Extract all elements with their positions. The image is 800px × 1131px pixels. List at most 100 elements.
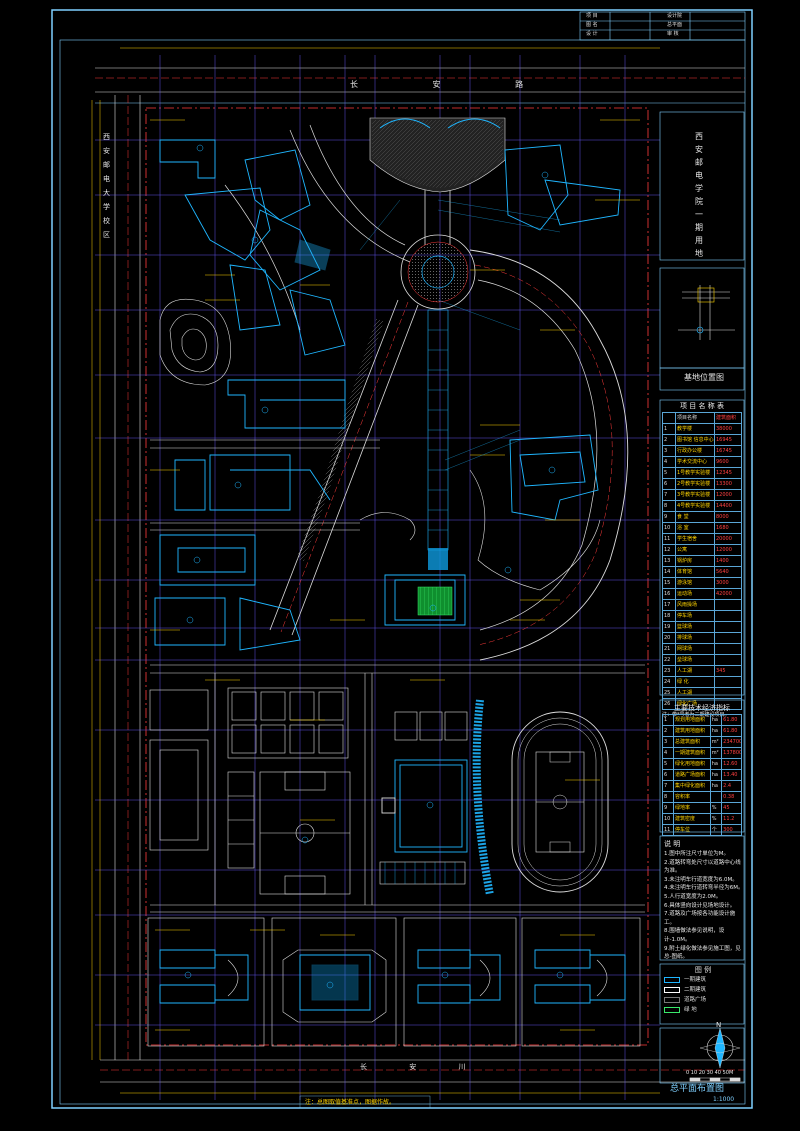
table-cell: 绿化广场 bbox=[675, 699, 714, 709]
table-cell: 图书馆 信息中心 bbox=[675, 435, 714, 445]
table-cell: 300 bbox=[721, 825, 741, 835]
site-location-title: 基地位置图 bbox=[684, 373, 724, 382]
table-cell: 12 bbox=[664, 547, 671, 553]
table-cell bbox=[714, 611, 741, 621]
table-cell: 停车场 bbox=[675, 611, 714, 621]
note-item: 2.道路转弯处尺寸以道路中心线为准。 bbox=[664, 859, 741, 875]
legend-swatch bbox=[664, 977, 680, 983]
table-cell bbox=[714, 655, 741, 665]
table-cell: 1号教学实验楼 bbox=[675, 468, 714, 478]
legend-list: 一期建筑二期建筑道路广场绿 地 bbox=[664, 975, 742, 1015]
table-cell: 12.60 bbox=[721, 759, 741, 769]
table-cell: 人工湖 bbox=[675, 688, 714, 698]
road-name-bottom: 长 安 川 bbox=[360, 1063, 486, 1071]
table-cell: 风雨操场 bbox=[675, 600, 714, 610]
project-table-footnote: 注：带*号者为二期建设项目。 bbox=[662, 712, 730, 718]
table-cell: 45 bbox=[721, 803, 741, 813]
table-cell: 13.40 bbox=[721, 770, 741, 780]
table-cell: 345 bbox=[714, 666, 741, 676]
table-cell: 13 bbox=[664, 558, 671, 564]
table-cell: 3000 bbox=[714, 578, 741, 588]
table-cell: 行政办公楼 bbox=[675, 446, 714, 456]
road-name-top: 长 安 路 bbox=[350, 80, 560, 89]
footnote-box bbox=[299, 1095, 431, 1109]
table-cell: 一期建筑面积 bbox=[673, 748, 710, 758]
note-item: 8.围墙做法参见说明，设计-1.0M。 bbox=[664, 928, 725, 943]
table-cell: 人工湖 bbox=[675, 666, 714, 676]
central-roundabout bbox=[400, 234, 476, 310]
table-cell: 38000 bbox=[714, 424, 741, 434]
table-cell: 7 bbox=[664, 783, 668, 789]
table-cell bbox=[714, 699, 741, 709]
table-row: 17 风雨操场 bbox=[663, 599, 741, 610]
title-block-cell: 总平面 bbox=[667, 22, 683, 28]
table-cell: 20 bbox=[664, 635, 671, 641]
table-cell bbox=[714, 600, 741, 610]
table-cell bbox=[714, 677, 741, 687]
legend-label: 一期建筑 bbox=[684, 976, 707, 983]
table-cell: 6 bbox=[664, 772, 668, 778]
title-block-text: 项 目设计院图 名总平面设 计审 核 bbox=[582, 12, 744, 39]
project-vertical-title: 西安邮电学院一期用地 bbox=[695, 132, 703, 258]
table-cell: 篮球场 bbox=[675, 622, 714, 632]
table-cell: 11 bbox=[664, 536, 671, 542]
table-cell: 绿地率 bbox=[673, 803, 710, 813]
table-cell: 6 bbox=[664, 481, 668, 487]
design-notes: 说 明 1.图中所注尺寸单位为M。2.道路转弯处尺寸以道路中心线为准。3.未注明… bbox=[664, 838, 744, 962]
building-library bbox=[384, 574, 466, 626]
table-cell: 16945 bbox=[714, 435, 741, 445]
table-cell: 23 bbox=[664, 668, 671, 674]
building-east-complex bbox=[509, 434, 599, 521]
table-cell bbox=[663, 413, 675, 423]
curved-road-northwest bbox=[224, 124, 411, 331]
title-block-cell: 审 核 bbox=[667, 31, 679, 37]
table-cell: 8 bbox=[664, 503, 668, 509]
table-cell: 9600 bbox=[714, 457, 741, 467]
table-cell: 137800 bbox=[721, 748, 741, 758]
table-cell: 绿 化 bbox=[675, 677, 714, 687]
legend-label: 二期建筑 bbox=[684, 986, 707, 993]
title-block-cell: 项 目 bbox=[586, 13, 598, 19]
north-label: N bbox=[716, 1021, 722, 1029]
table-cell: 20000 bbox=[714, 534, 741, 544]
library-courtyard-green bbox=[417, 586, 453, 616]
table-cell: 7 bbox=[664, 492, 668, 498]
table-cell: 8000 bbox=[714, 512, 741, 522]
table-cell: 3 bbox=[664, 448, 668, 454]
table-cell: % bbox=[709, 803, 721, 813]
diagonal-road bbox=[269, 299, 419, 636]
table-cell: 14 bbox=[664, 569, 671, 575]
table-cell: 12345 bbox=[714, 468, 741, 478]
table-cell: 26 bbox=[664, 701, 671, 707]
table-cell: 建筑密度 bbox=[673, 814, 710, 824]
table-cell: 2.4 bbox=[721, 781, 741, 791]
table-cell: 9 bbox=[664, 514, 668, 520]
bottom-road bbox=[100, 1059, 745, 1083]
title-block-row: 设 计审 核 bbox=[582, 30, 744, 39]
table-cell: 17 bbox=[664, 602, 671, 608]
table-cell: 0.38 bbox=[721, 792, 741, 802]
table-cell: 垒球场 bbox=[675, 655, 714, 665]
main-axis-road bbox=[424, 185, 451, 570]
internal-roads bbox=[150, 439, 645, 913]
building-admin-1 bbox=[159, 139, 216, 179]
table-cell: 锅炉房 bbox=[675, 556, 714, 566]
building-teaching-3 bbox=[159, 534, 256, 586]
top-title-block-lines bbox=[579, 11, 746, 41]
table-cell: ha bbox=[709, 759, 721, 769]
legend-swatch bbox=[664, 1007, 680, 1013]
table-cell: 42000 bbox=[714, 589, 741, 599]
project-table-title: 项 目 名 称 表 bbox=[680, 402, 724, 410]
table-cell: 容积率 bbox=[673, 792, 710, 802]
